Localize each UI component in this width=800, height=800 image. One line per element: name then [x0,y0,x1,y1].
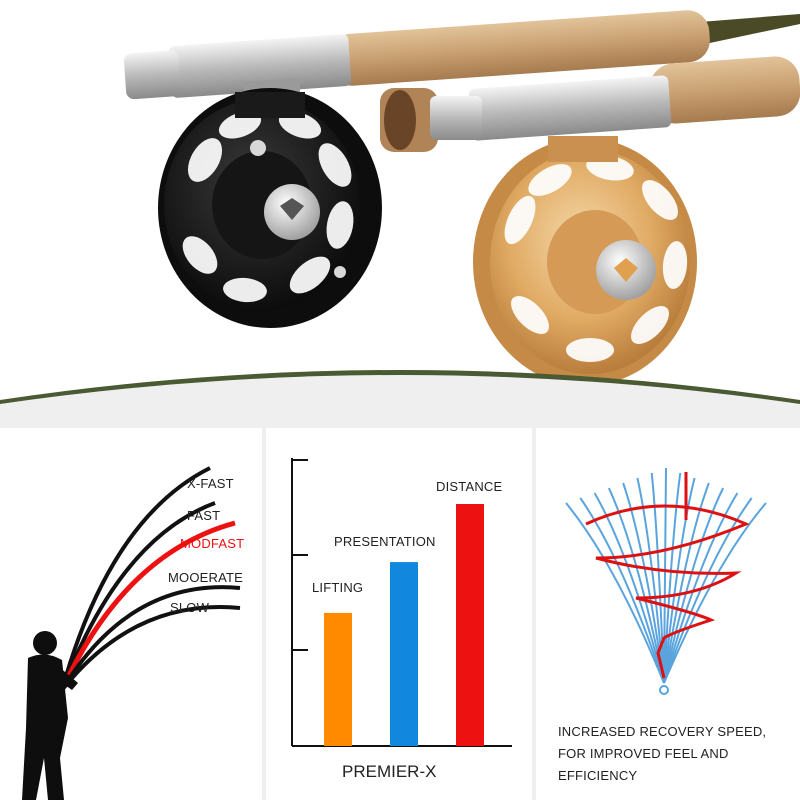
recovery-diagram [565,467,767,695]
comparison-panel: LIFTING PRESENTATION DISTANCE PREMIER-X [266,428,532,800]
line-guide [650,472,665,684]
action-label-fast: FAST [187,508,221,523]
recovery-panel: INCREASED RECOVERY SPEED, FOR IMPROVED F… [536,428,800,800]
bar-label-presentation: PRESENTATION [334,534,436,549]
line-guide [593,492,665,684]
recovery-line-1: INCREASED RECOVERY SPEED, [558,724,767,739]
line-guide [663,492,739,684]
bar-lifting [324,612,352,746]
product-photo [0,0,800,380]
recovery-curve [585,504,750,679]
line-guide [663,482,710,684]
line-guide [663,477,696,684]
comparison-chart [291,458,512,747]
line-guide [565,502,665,684]
line-guide [579,497,665,684]
gold-reel [473,136,697,380]
black-reel [158,88,382,328]
action-label-x-fast: X-FAST [187,476,234,491]
gold-reel-rod [380,56,800,152]
bar-label-lifting: LIFTING [312,580,364,595]
line-guide [663,502,767,684]
line-guide [663,472,682,684]
recovery-line-3: EFFICIENCY [558,768,638,783]
line-guide [663,467,667,684]
bar-label-distance: DISTANCE [436,479,503,494]
bar-distance [456,504,484,746]
rod-action-panel: X-FAST FAST MODFAST MOOERATE SLOW [0,428,262,800]
action-label-modfast: MODFAST [180,536,245,551]
recovery-line-2: FOR IMPROVED FEEL AND [558,746,729,761]
bar-presentation [390,562,418,746]
series-name: PREMIER-X [342,762,437,781]
line-guides-fan [565,467,767,684]
black-reel-rod [123,10,800,102]
line-guide [663,487,725,684]
action-label-moderate: MOOERATE [168,570,244,585]
angler-silhouette [22,631,78,800]
action-label-slow: SLOW [170,600,210,615]
rod-bend-diagram [22,466,241,800]
